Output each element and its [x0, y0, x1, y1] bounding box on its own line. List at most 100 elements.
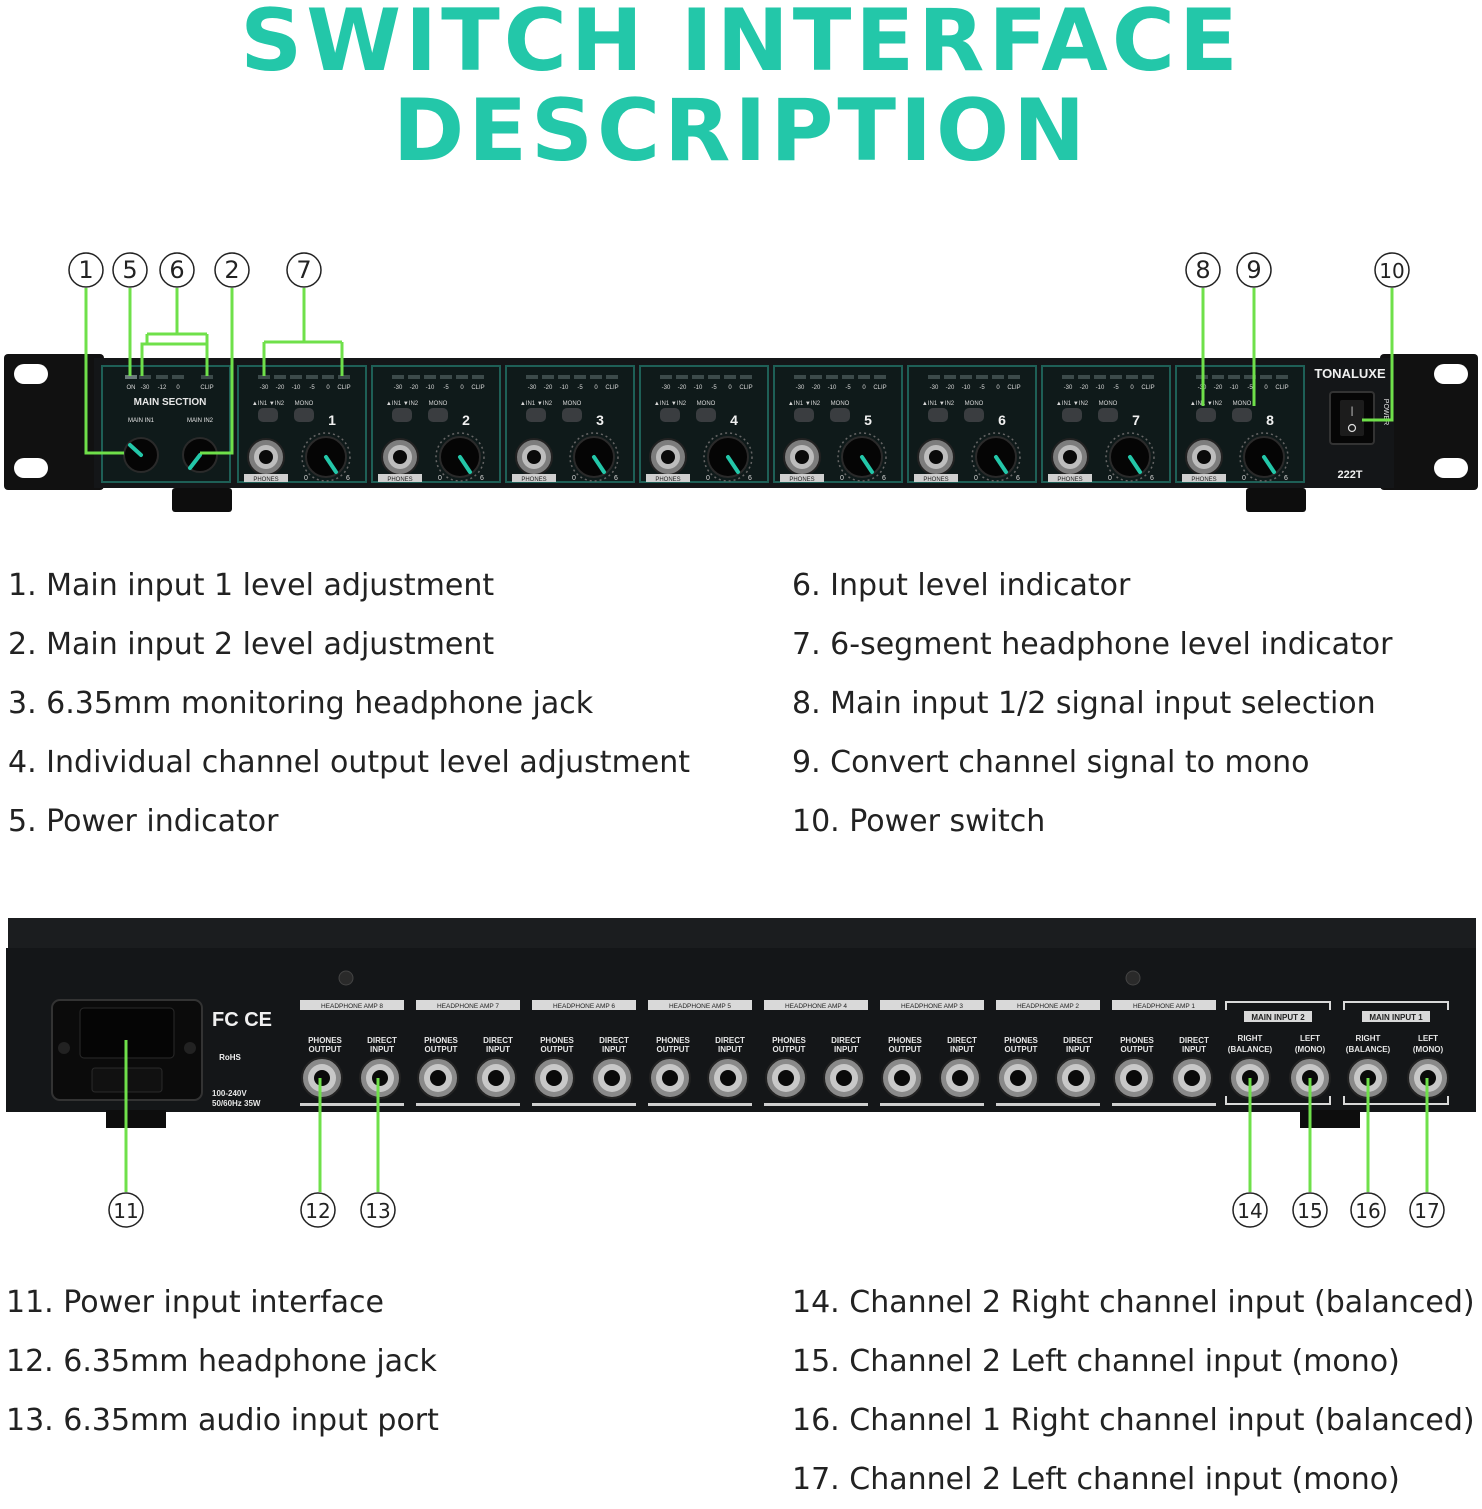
meter-led: [306, 375, 318, 379]
meter-led: [740, 375, 752, 379]
meter-label: -20: [812, 385, 821, 391]
amp-underline: [648, 1103, 752, 1106]
input-select-button[interactable]: [928, 408, 948, 422]
channel-number: 1: [328, 412, 336, 428]
callout-marker: 5: [112, 252, 148, 288]
meter-label: CLIP: [200, 385, 213, 391]
amp-label-plate: [300, 1000, 404, 1010]
input-select-button[interactable]: [660, 408, 680, 422]
amp-label-plate: [532, 1000, 636, 1010]
direct-input-label: INPUT: [602, 1045, 626, 1054]
meter-label: CLIP: [1141, 385, 1154, 391]
phones-plate: [1182, 474, 1226, 482]
amp-label: HEADPHONE AMP 5: [669, 1003, 731, 1010]
mono-button[interactable]: [1098, 408, 1118, 422]
input-select-label: ▲IN1 ▼IN2: [1190, 401, 1223, 407]
meter-led: [472, 375, 484, 379]
main-input-plate: [1362, 1011, 1430, 1022]
knob-min-label: 0: [304, 475, 308, 482]
meter-label: CLIP: [873, 385, 886, 391]
meter-label: -30: [141, 385, 150, 391]
jack-hole: [1068, 1070, 1084, 1086]
callout-number: 12: [305, 1199, 330, 1223]
mono-button[interactable]: [562, 408, 582, 422]
meter-led: [858, 375, 870, 379]
input-select-button[interactable]: [392, 408, 412, 422]
meter-label: 0: [1130, 385, 1134, 391]
mono-label: MONO: [429, 401, 448, 407]
description-item: 13. 6.35mm audio input port: [6, 1403, 439, 1438]
mono-button[interactable]: [1232, 408, 1252, 422]
jack-hole: [661, 450, 675, 464]
meter-label: -10: [962, 385, 971, 391]
meter-label: -5: [845, 385, 851, 391]
meter-label: -20: [544, 385, 553, 391]
description-item: 5. Power indicator: [8, 804, 279, 839]
jack-hole: [1063, 450, 1077, 464]
input-select-button[interactable]: [1196, 408, 1216, 422]
meter-label: CLIP: [471, 385, 484, 391]
phones-plate: [914, 474, 958, 482]
meter-label: 0: [1264, 385, 1268, 391]
knob-max-label: 6: [748, 475, 752, 482]
phones-plate: [378, 474, 422, 482]
left-mono-label: LEFT: [1300, 1034, 1320, 1043]
mono-label: MONO: [563, 401, 582, 407]
callout-circle: [1350, 1192, 1386, 1228]
meter-label: CLIP: [739, 385, 752, 391]
amp-label: HEADPHONE AMP 6: [553, 1003, 615, 1010]
screw: [338, 970, 354, 986]
direct-input-label: INPUT: [1182, 1045, 1206, 1054]
rear-panel-diagram: FC CE RoHS 100-240V 50/60Hz 35W HEADPHON…: [6, 918, 1476, 1228]
meter-led: [558, 375, 570, 379]
direct-input-label: INPUT: [370, 1045, 394, 1054]
rear-foot: [1300, 1110, 1360, 1128]
meter-led: [1276, 375, 1288, 379]
meter-led: [976, 375, 988, 379]
description-item: 11. Power input interface: [6, 1285, 384, 1320]
meter-led: [1110, 375, 1122, 379]
phones-output-label: PHONES: [424, 1036, 458, 1045]
meter-label: 0: [728, 385, 732, 391]
jack-hole: [1126, 1070, 1142, 1086]
phones-output-label: OUTPUT: [541, 1045, 574, 1054]
jack-hole: [546, 1070, 562, 1086]
callout-circle: [300, 1192, 336, 1228]
input-select-button[interactable]: [258, 408, 278, 422]
callout-number: 17: [1414, 1199, 1439, 1223]
input-select-button[interactable]: [1062, 408, 1082, 422]
mono-button[interactable]: [294, 408, 314, 422]
left-mono-label: LEFT: [1418, 1034, 1438, 1043]
input-select-button[interactable]: [794, 408, 814, 422]
description-item: 14. Channel 2 Right channel input (balan…: [792, 1285, 1475, 1320]
meter-led: [338, 375, 350, 379]
amp-underline: [880, 1103, 984, 1106]
brand-label: TONALUXE: [1314, 366, 1386, 381]
knob-max-label: 6: [346, 475, 350, 482]
phones-output-label: PHONES: [772, 1036, 806, 1045]
phones-label: PHONES: [923, 477, 948, 483]
description-item: 17. Channel 2 Left channel input (mono): [792, 1462, 1400, 1497]
mono-button[interactable]: [696, 408, 716, 422]
input-select-button[interactable]: [526, 408, 546, 422]
rear-callout-lines: [124, 1040, 1429, 1192]
knob-pointer: [458, 455, 472, 474]
meter-led: [258, 375, 270, 379]
knob-scale: [971, 432, 1021, 482]
phones-output-label: OUTPUT: [425, 1045, 458, 1054]
meter-led: [1212, 375, 1224, 379]
power-rocker: [1340, 400, 1364, 436]
meter-label: -30: [394, 385, 403, 391]
title-line-1: SWITCH INTERFACE: [240, 0, 1242, 91]
mono-button[interactable]: [964, 408, 984, 422]
direct-input-label: DIRECT: [367, 1036, 397, 1045]
mono-button[interactable]: [830, 408, 850, 422]
inlet-screw: [58, 1042, 70, 1054]
meter-label: -20: [410, 385, 419, 391]
mono-button[interactable]: [428, 408, 448, 422]
jack-hole: [929, 450, 943, 464]
